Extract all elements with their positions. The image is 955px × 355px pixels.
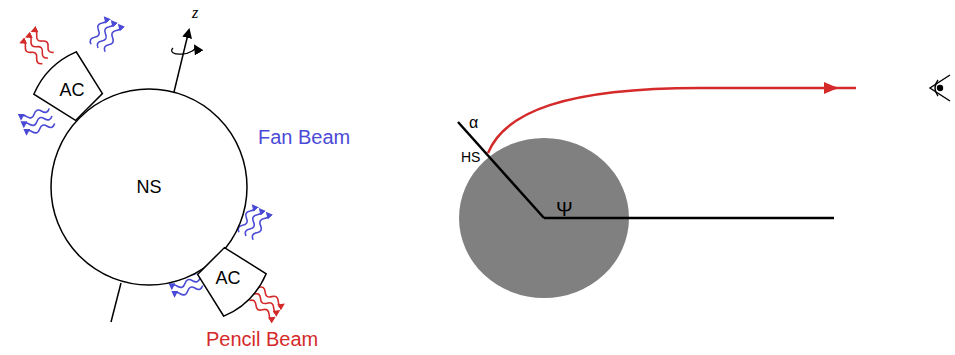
accretion-column: AC	[34, 52, 110, 128]
node-text: AC	[215, 268, 240, 289]
axis-label: z	[192, 4, 198, 22]
node-text: AC	[59, 80, 84, 101]
angle-label: Ψ	[556, 198, 573, 220]
node-text: NS	[136, 177, 161, 198]
beam-label: Fan Beam	[258, 126, 350, 148]
accretion-column: AC	[190, 240, 266, 316]
beam-label: Pencil Beam	[206, 328, 318, 350]
angle-label: α	[469, 114, 478, 132]
hotspot-label: HS	[461, 150, 480, 165]
